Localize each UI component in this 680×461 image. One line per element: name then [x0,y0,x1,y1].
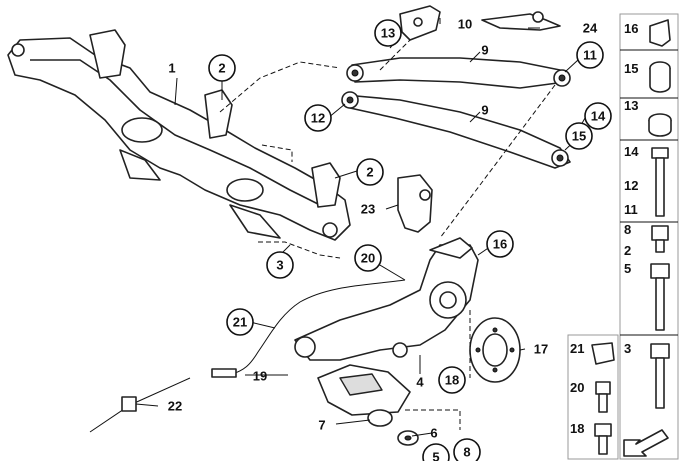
callout-9: 9 [481,43,488,58]
legend-18: 18 [570,421,584,436]
callout-7: 7 [318,418,325,433]
callout-20: 20 [361,251,375,266]
callout-17: 17 [534,342,548,357]
callouts: 1 2 2 3 4 5 6 7 8 9 9 10 11 12 13 14 15 … [168,17,612,461]
callout-23: 23 [361,202,375,217]
callout-9: 9 [481,103,488,118]
legend-20: 20 [570,380,584,395]
legend-2: 2 [624,243,631,258]
callout-15: 15 [572,129,586,144]
bracket-10 [399,5,441,41]
wheel-hub [469,317,521,383]
callout-5: 5 [432,450,439,461]
bracket-23 [397,174,433,233]
control-arm-upper [346,57,571,89]
callout-18: 18 [445,373,459,388]
legend-15: 15 [624,61,638,76]
wheel-carrier [294,237,479,361]
callout-8: 8 [463,445,470,460]
fastener-legend: 16 15 13 14 12 11 8 2 5 21 3 [567,13,679,460]
callout-1: 1 [168,61,175,76]
callout-2: 2 [366,165,373,180]
direction-arrow-icon [623,429,669,457]
legend-21: 21 [570,341,584,356]
callout-3: 3 [276,258,283,273]
callout-22: 22 [168,399,182,414]
legend-12: 12 [624,178,638,193]
legend-16: 16 [624,21,638,36]
legend-8: 8 [624,222,631,237]
sensor-cable [211,279,406,378]
legend-3: 3 [624,341,631,356]
guide-lines [219,39,556,430]
callout-10: 10 [458,17,472,32]
bracket-7 [317,364,411,416]
callout-24: 24 [583,21,598,36]
legend-5: 5 [624,261,631,276]
callout-2: 2 [218,61,225,76]
bracket-24 [481,11,561,31]
legend-13: 13 [624,98,638,113]
callout-14: 14 [591,109,606,124]
rear-axle-carrier [7,29,351,241]
callout-4: 4 [416,375,424,390]
legend-14: 14 [624,144,639,159]
bushing-6 [367,409,419,446]
callout-12: 12 [311,111,325,126]
legend-11: 11 [624,202,638,217]
callout-16: 16 [493,237,507,252]
callout-21: 21 [233,315,247,330]
control-arm-lower [341,91,571,169]
callout-11: 11 [583,48,597,63]
callout-13: 13 [381,26,395,41]
callout-19: 19 [253,369,267,384]
callout-6: 6 [430,426,437,441]
